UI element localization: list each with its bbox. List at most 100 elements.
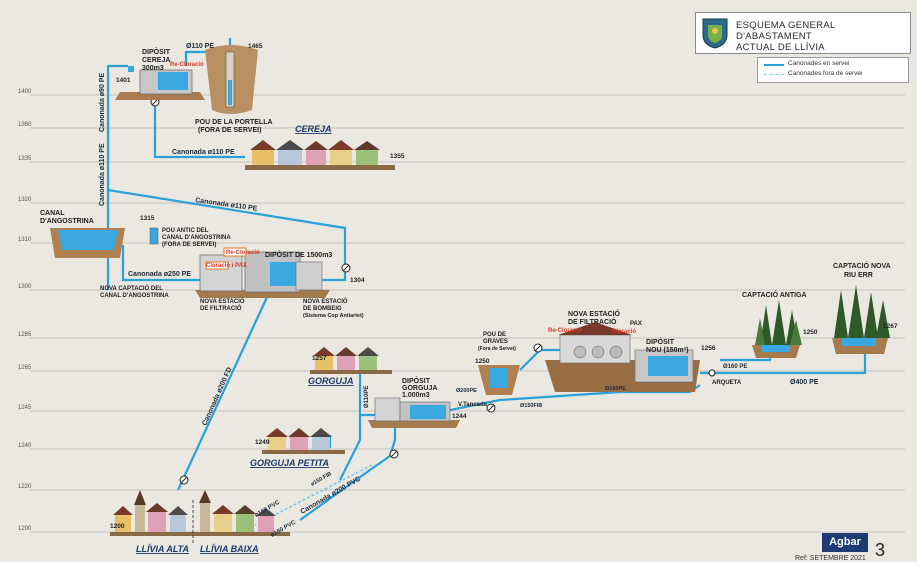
label-pou-graves-3: (Fora de Servei) — [478, 346, 516, 352]
label-c400: Ø400 PE — [790, 379, 819, 386]
elev-1220: 1220 — [18, 484, 32, 490]
label-pou-graves-1: POU DE — [483, 332, 506, 338]
elev-1335: 1335 — [18, 156, 32, 162]
label-p110pe-v: Ø110PE — [364, 386, 370, 408]
nova-estacio-filtracio-right — [545, 322, 700, 392]
label-nova-captacio-2: CANAL D'ANGOSTRINA — [100, 293, 169, 299]
label-pou-antic-2: CANAL D'ANGOSTRINA — [162, 235, 231, 241]
label-nova-estacio-filt-1: NOVA ESTACIÓ — [200, 297, 245, 305]
elev-1265: 1265 — [18, 365, 32, 371]
elevation-labels: 1400 1360 1335 1320 1310 1300 1285 1265 … — [18, 89, 32, 532]
num-1249: 1249 — [255, 439, 270, 446]
label-p150fib: Ø150FIB — [520, 403, 542, 409]
elev-1300: 1300 — [18, 284, 32, 290]
label-arqueta: ARQUETA — [712, 380, 742, 386]
label-nova-captacio-1: NOVA CAPTACIÓ DEL — [100, 284, 163, 292]
reference-date: Ref: SETEMBRE 2021 — [795, 555, 866, 562]
coat-of-arms-icon — [702, 18, 728, 49]
agbar-logo: Agbar — [822, 533, 868, 552]
elev-1320: 1320 — [18, 197, 32, 203]
page-title: ESQUEMA GENERAL D'ABASTAMENT ACTUAL DE L… — [736, 20, 836, 53]
label-c110-diag: Canonada ø110 PE — [195, 197, 258, 213]
pipes-out-of-service — [254, 464, 373, 526]
label-diposit-cereja-2: CEREJA — [142, 57, 170, 64]
captacio-nova-riu-err — [832, 285, 890, 354]
label-p160pe-r: Ø160 PE — [723, 364, 747, 370]
label-diposit-nou-1: DIPÒSIT — [646, 337, 675, 346]
label-canal-2: D'ANGOSTRINA — [40, 218, 94, 225]
canal-angostrina — [50, 227, 159, 258]
num-1465: 1465 — [248, 43, 263, 50]
legend: Canonades en servei Canonades fora de se… — [757, 57, 909, 83]
label-reclorac-mid: Re-Cloració — [226, 250, 260, 256]
label-c110-cereja: Canonada ø110 PE — [172, 149, 235, 156]
label-reclorac-top: Re-Cloració — [170, 62, 204, 68]
label-gorguja: GORGUJA — [308, 376, 354, 386]
label-c200-fd: Canonada ø200 FD — [201, 366, 233, 426]
label-c200pvc: Canonada ø200 PVC — [300, 476, 362, 516]
label-diposit-cereja-1: DIPÒSIT — [142, 47, 171, 56]
elev-1310: 1310 — [18, 237, 32, 243]
gorguja-petita-village — [262, 428, 345, 454]
label-nova-estacio-filt-2: DE FILTRACIÓ — [200, 304, 242, 312]
valve-icons — [150, 97, 716, 485]
label-p200pe: Ø200PE — [456, 388, 477, 394]
num-1401: 1401 — [116, 77, 131, 84]
num-1244: 1244 — [452, 413, 467, 420]
label-diposit-gorguja-1: DIPÒSIT — [402, 376, 431, 385]
legend-swatch-solid — [764, 64, 784, 66]
label-pou-antic-3: (FORA DE SERVEI) — [162, 242, 216, 248]
label-pou-graves-2: GRAVES — [483, 339, 508, 345]
label-canal-1: CANAL — [40, 210, 65, 217]
elevation-grid — [30, 94, 905, 533]
elev-1400: 1400 — [18, 89, 32, 95]
legend-row-out-of-service: Canonades fora de servei — [764, 70, 904, 80]
label-p110-top: Ø110 PE — [186, 43, 214, 50]
label-pou-antic-1: POU ANTIC DEL — [162, 228, 209, 234]
label-captacio-nova-2: RIU ERR — [844, 272, 873, 279]
elev-1240: 1240 — [18, 443, 32, 449]
label-nova-estacio-bomb-3: (Sistema Cop Antiariet) — [303, 313, 364, 319]
label-gorguja-petita: GORGUJA PETITA — [250, 458, 329, 468]
label-diposit-1500: DIPÒSIT DE 1500m3 — [265, 250, 332, 259]
page-number: 3 — [875, 540, 886, 560]
label-c250: Canonada ø250 PE — [128, 271, 191, 278]
label-pou-portella-2: (FORA DE SERVEI) — [198, 127, 261, 134]
label-llivia-alta: LLÍVIA ALTA — [136, 544, 189, 554]
llivia-towns — [110, 490, 290, 545]
num-1250b: 1250 — [803, 329, 818, 336]
label-diposit-cereja-3: 300m3 — [142, 65, 164, 72]
label-p150fib2: ø150 FIB — [310, 471, 333, 488]
elev-1285: 1285 — [18, 332, 32, 338]
diagram-labels: DIPÒSIT CEREJA 300m3 Re-Cloració Ø110 PE… — [40, 43, 898, 554]
label-llivia-baixa: LLÍVIA BAIXA — [200, 544, 259, 554]
legend-swatch-dashed — [764, 74, 784, 75]
title-box: ESQUEMA GENERAL D'ABASTAMENT ACTUAL DE L… — [695, 12, 911, 54]
label-nova-estacio-bomb-2: DE BOMBEIG — [303, 306, 342, 312]
label-captacio-antiga: CAPTACIÓ ANTIGA — [742, 290, 807, 299]
label-p160pe: Ø160PE — [605, 386, 626, 392]
label-c110-v: Canonada ø110 PE — [99, 143, 106, 206]
label-clorac-right: Cloració — [612, 329, 636, 335]
label-captacio-nova-1: CAPTACIÓ NOVA — [833, 261, 891, 270]
label-pax: PAX — [630, 321, 642, 327]
cereja-village — [245, 140, 395, 170]
num-1250: 1250 — [475, 358, 490, 365]
diposit-cereja — [115, 66, 205, 100]
pou-graves — [478, 365, 520, 395]
label-nova-estacio-bomb-1: NOVA ESTACIÓ — [303, 297, 348, 305]
label-pou-portella-1: POU DE LA PORTELLA — [195, 119, 273, 126]
num-1267: 1267 — [883, 323, 898, 330]
pou-portella — [205, 45, 258, 114]
label-reclorac-right: Re-Cloració — [548, 328, 582, 334]
elev-1360: 1360 — [18, 122, 32, 128]
label-c90: Canonada ø90 PE — [99, 73, 106, 132]
diposit-1500 — [195, 247, 330, 298]
label-diposit-gorguja-2: GORGUJA — [402, 385, 437, 392]
gorguja-village — [310, 347, 392, 374]
label-clorac-pax: Cloració i PAX — [206, 263, 247, 269]
num-1315: 1315 — [140, 215, 155, 222]
label-nova-estacio-filt2-2: DE FILTRACIÓ — [568, 317, 617, 326]
